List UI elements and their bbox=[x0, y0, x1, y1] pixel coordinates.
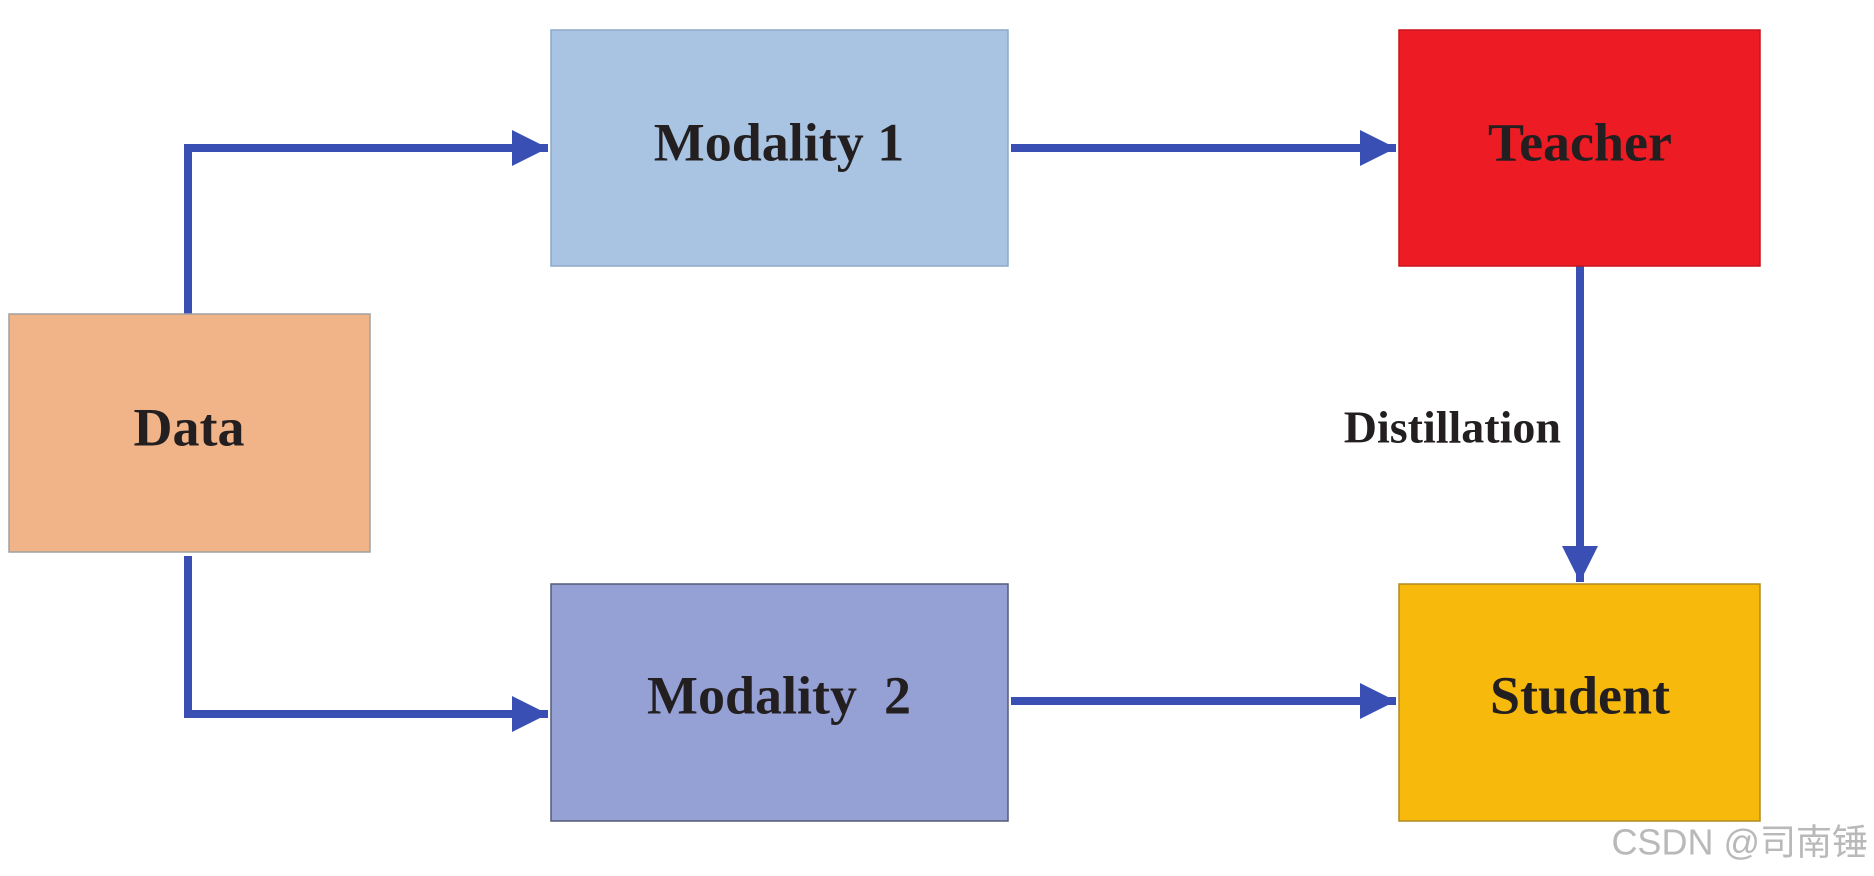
node-data: Data bbox=[8, 313, 371, 553]
edge-data-to-modality2 bbox=[184, 556, 548, 732]
node-modality-1-label: Modality 1 bbox=[654, 112, 905, 172]
node-modality-2: Modality 2 bbox=[550, 583, 1009, 822]
node-teacher-box bbox=[1398, 29, 1761, 267]
node-student-box bbox=[1398, 583, 1761, 822]
node-modality-2-box bbox=[550, 583, 1009, 822]
edges bbox=[184, 130, 1598, 732]
node-teacher-label: Teacher bbox=[1488, 112, 1672, 172]
watermark-text: CSDN @司南锤 bbox=[1611, 822, 1868, 863]
node-modality-2-label: Modality 2 bbox=[647, 665, 911, 725]
node-student: Student bbox=[1398, 583, 1761, 822]
node-modality-1-box bbox=[550, 29, 1009, 267]
node-data-label: Data bbox=[134, 397, 245, 457]
node-teacher: Teacher bbox=[1398, 29, 1761, 267]
distillation-label: Distillation bbox=[1344, 402, 1561, 453]
node-student-label: Student bbox=[1490, 665, 1670, 725]
node-data-box bbox=[8, 313, 371, 553]
node-modality-1: Modality 1 bbox=[550, 29, 1009, 267]
edge-data-to-modality1 bbox=[184, 130, 548, 318]
